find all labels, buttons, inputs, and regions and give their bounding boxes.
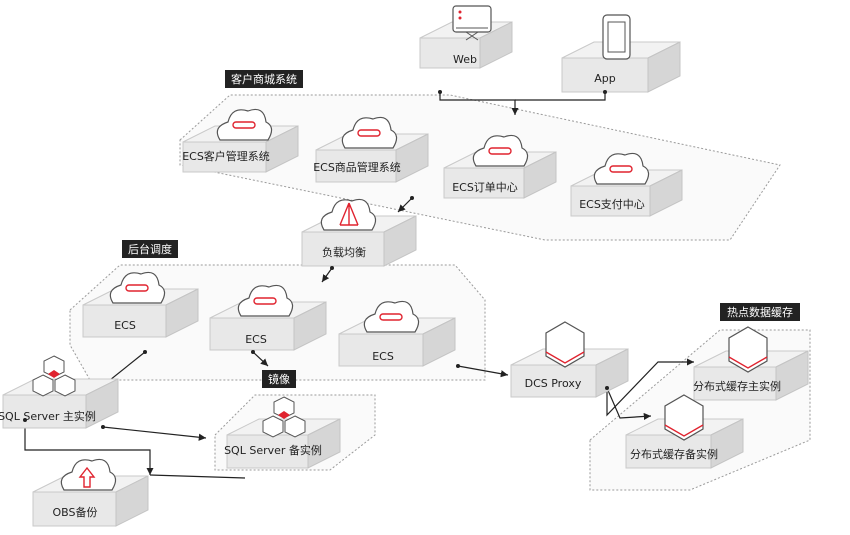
server-cloud-icon bbox=[216, 108, 273, 141]
database-hexagon-icon bbox=[262, 396, 306, 438]
server-cloud-icon bbox=[472, 134, 529, 167]
group-tag-mirror: 镜像 bbox=[262, 370, 296, 388]
connector-sql-replication bbox=[102, 426, 207, 441]
node-ecs-product[interactable]: ECS商品管理系统 bbox=[313, 116, 429, 183]
connector-dots bbox=[23, 90, 609, 429]
node-ecs-1-label: ECS bbox=[114, 319, 136, 332]
server-cloud-icon bbox=[341, 116, 398, 149]
group-tag-hotcache: 热点数据缓存 bbox=[720, 303, 800, 321]
node-ecs-payment-label: ECS支付中心 bbox=[579, 198, 645, 211]
cache-hexagon-icon bbox=[664, 394, 704, 441]
node-app[interactable]: App bbox=[561, 14, 681, 93]
node-app-label: App bbox=[594, 72, 616, 85]
node-obs-backup[interactable]: OBS备份 bbox=[32, 458, 149, 527]
connector-mall-to-lb bbox=[397, 197, 413, 213]
node-sql-standby[interactable]: SQL Server 备实例 bbox=[224, 396, 341, 469]
node-sql-standby-label: SQL Server 备实例 bbox=[224, 443, 322, 457]
group-tag-hotcache-text: 热点数据缓存 bbox=[727, 305, 793, 319]
cache-hexagon-icon bbox=[728, 326, 768, 373]
node-ecs-payment[interactable]: ECS支付中心 bbox=[570, 152, 683, 217]
node-ecs-3-label: ECS bbox=[372, 350, 394, 363]
server-cloud-icon bbox=[109, 271, 166, 304]
node-ecs-product-label: ECS商品管理系统 bbox=[313, 160, 401, 174]
node-load-balancer[interactable]: 负载均衡 bbox=[301, 198, 417, 267]
connector-ecs-to-sql-standby bbox=[252, 351, 269, 367]
database-hexagon-icon bbox=[32, 355, 76, 397]
node-dcs-proxy-label: DCS Proxy bbox=[525, 377, 582, 390]
node-dcs-primary-label: 分布式缓存主实例 bbox=[693, 379, 781, 393]
node-dcs-standby[interactable]: 分布式缓存备实例 bbox=[625, 394, 744, 469]
node-obs-backup-label: OBS备份 bbox=[53, 505, 98, 519]
server-cloud-icon bbox=[363, 300, 420, 333]
cache-hexagon-icon bbox=[545, 321, 585, 368]
upload-cloud-icon bbox=[60, 458, 117, 491]
node-web[interactable]: Web bbox=[419, 5, 513, 69]
node-ecs-order[interactable]: ECS订单中心 bbox=[443, 134, 557, 199]
node-ecs-2[interactable]: ECS bbox=[209, 284, 327, 351]
connector-dcs-to-standby bbox=[606, 387, 652, 421]
node-web-label: Web bbox=[453, 53, 477, 66]
group-tag-backend: 后台调度 bbox=[122, 240, 178, 258]
node-sql-primary[interactable]: SQL Server 主实例 bbox=[0, 355, 119, 429]
connector-app-join bbox=[515, 92, 606, 101]
group-tag-mall-text: 客户商城系统 bbox=[231, 72, 297, 86]
node-ecs-order-label: ECS订单中心 bbox=[452, 181, 518, 194]
node-ecs-customer-label: ECS客户管理系统 bbox=[182, 149, 270, 163]
node-ecs-1[interactable]: ECS bbox=[82, 271, 199, 338]
connector-lb-to-backend bbox=[321, 267, 333, 283]
connector-ecs-to-dcs bbox=[457, 365, 509, 378]
server-cloud-icon bbox=[593, 152, 650, 185]
node-dcs-proxy[interactable]: DCS Proxy bbox=[510, 321, 629, 398]
node-ecs-2-label: ECS bbox=[245, 333, 267, 346]
connector-clients-to-mall bbox=[439, 92, 519, 115]
node-ecs-customer[interactable]: ECS客户管理系统 bbox=[182, 108, 299, 173]
connector-obs-branch bbox=[149, 474, 246, 479]
group-tag-backend-text: 后台调度 bbox=[128, 242, 172, 256]
node-dcs-standby-label: 分布式缓存备实例 bbox=[630, 447, 718, 461]
node-sql-primary-label: SQL Server 主实例 bbox=[0, 409, 96, 423]
phone-icon bbox=[602, 14, 631, 60]
node-load-balancer-label: 负载均衡 bbox=[322, 245, 366, 259]
connector-sql-to-obs bbox=[24, 420, 154, 475]
group-tag-mirror-text: 镜像 bbox=[268, 372, 290, 386]
group-tag-mall: 客户商城系统 bbox=[225, 70, 303, 88]
connector-dcs-to-primary bbox=[606, 358, 694, 417]
node-ecs-3[interactable]: ECS bbox=[338, 300, 456, 367]
monitor-icon bbox=[452, 5, 492, 33]
node-dcs-primary[interactable]: 分布式缓存主实例 bbox=[693, 326, 809, 401]
server-cloud-icon bbox=[237, 284, 294, 317]
